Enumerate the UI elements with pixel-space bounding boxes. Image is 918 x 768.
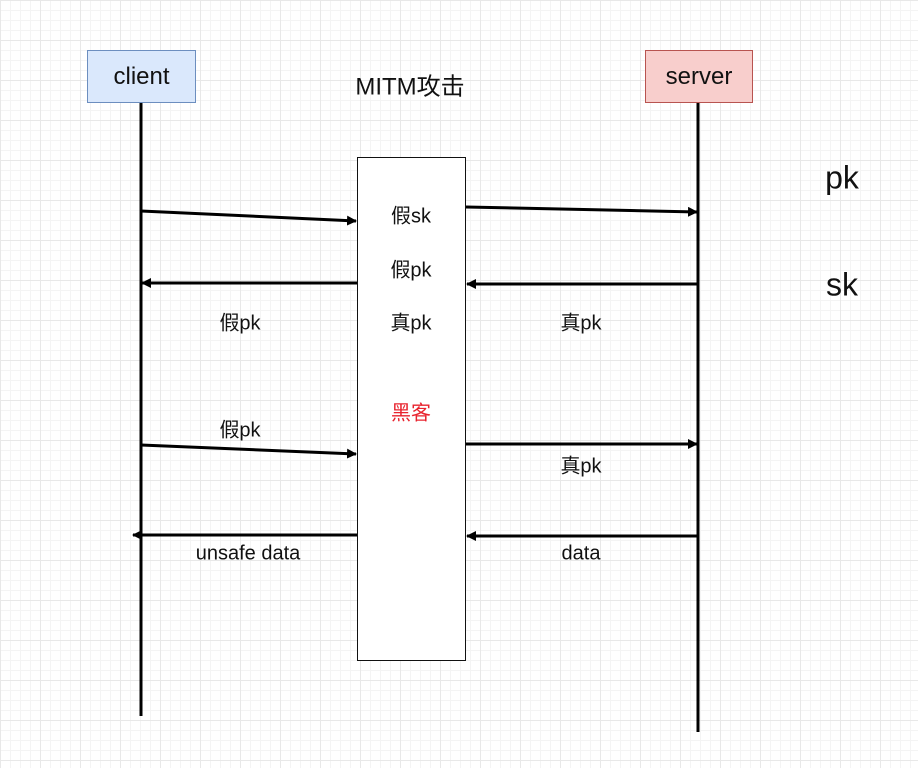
arrow-client-to-hacker-fake-pk: [140, 443, 357, 459]
msg-real-pk-to-server: 真pk: [560, 455, 602, 478]
hacker-label: 黑客: [391, 402, 431, 425]
arrow-hacker-to-server-1: [465, 205, 698, 217]
arrow-client-to-hacker-1: [140, 209, 357, 226]
client-actor-box: client: [87, 50, 196, 103]
msg-fake-pk-from-client: 假pk: [219, 419, 261, 442]
hacker-box: [357, 157, 466, 661]
msg-data: data: [561, 542, 601, 565]
msg-real-pk-from-server: 真pk: [560, 312, 602, 335]
diagram-title: MITM攻击: [355, 73, 465, 101]
server-actor-box: server: [645, 50, 753, 103]
middle-label-fake-pk: 假pk: [390, 259, 432, 282]
middle-label-fake-sk: 假sk: [391, 205, 431, 228]
legend-sk: sk: [826, 266, 858, 303]
middle-label-real-pk: 真pk: [390, 312, 432, 335]
server-label: server: [665, 62, 733, 90]
legend-pk: pk: [825, 159, 859, 196]
msg-unsafe-data: unsafe data: [195, 542, 301, 565]
msg-fake-pk-to-client: 假pk: [219, 312, 261, 335]
client-label: client: [113, 62, 170, 90]
